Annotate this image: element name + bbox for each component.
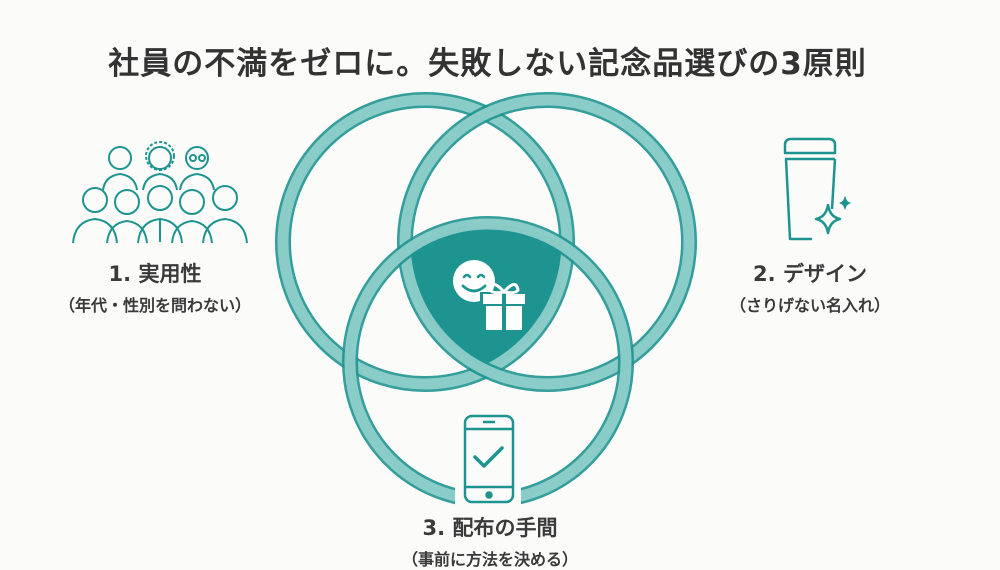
principle-subtext: （年代・性別を問わない） <box>58 296 251 315</box>
people-group-icon <box>72 141 248 244</box>
tumbler-sparkle-icon <box>783 137 851 241</box>
principle-heading: 1. 実用性 <box>108 262 202 286</box>
principle-practicality: 1. 実用性 （年代・性別を問わない） <box>30 258 280 316</box>
principle-subtext: （さりげない名入れ） <box>729 296 890 315</box>
principle-design: 2. デザイン （さりげない名入れ） <box>700 258 920 316</box>
page-title: 社員の不満をゼロに。失敗しない記念品選びの3原則 <box>108 46 867 82</box>
smartphone-check-icon <box>463 414 515 504</box>
principle-distribution: 3. 配布の手間 （事前に方法を決める） <box>370 512 610 570</box>
principle-heading: 2. デザイン <box>753 262 867 286</box>
principle-heading: 3. 配布の手間 <box>422 516 558 540</box>
smile-gift-icon <box>453 260 528 330</box>
principle-subtext: （事前に方法を決める） <box>401 550 578 569</box>
